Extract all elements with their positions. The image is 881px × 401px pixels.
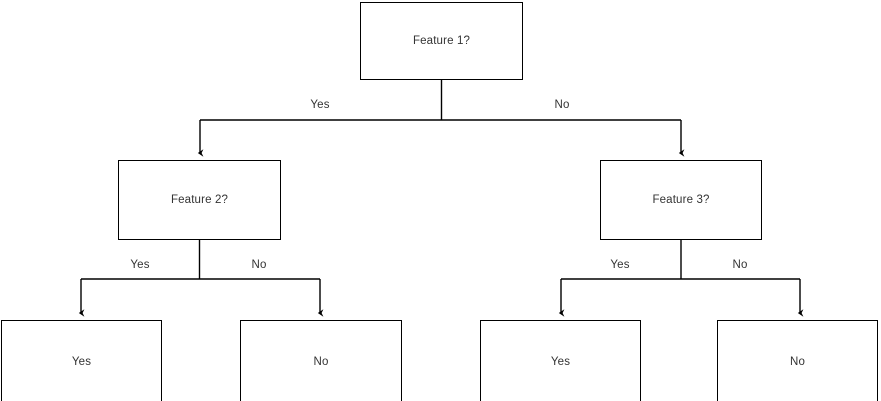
node-label: No	[313, 356, 329, 368]
node-feature-2[interactable]: Feature 2?	[118, 160, 281, 240]
node-leaf-no-left[interactable]: No	[240, 320, 402, 401]
edge-label-root-no: No	[554, 99, 570, 111]
edge-label-feature2-yes: Yes	[130, 259, 150, 271]
node-label: Feature 2?	[170, 194, 229, 206]
node-label: Feature 1?	[412, 35, 471, 47]
edge-label-feature2-no: No	[251, 259, 267, 271]
node-leaf-yes-left[interactable]: Yes	[1, 320, 162, 401]
edge-label-feature3-no: No	[732, 259, 748, 271]
node-label: No	[789, 356, 805, 368]
edge-label-root-yes: Yes	[310, 99, 330, 111]
edge-label-feature3-yes: Yes	[610, 259, 630, 271]
node-label: Feature 3?	[652, 194, 710, 206]
node-leaf-no-right[interactable]: No	[717, 320, 878, 401]
node-feature-3[interactable]: Feature 3?	[600, 160, 762, 240]
node-label: Yes	[550, 356, 571, 368]
node-label: Yes	[71, 356, 92, 368]
node-leaf-yes-right[interactable]: Yes	[480, 320, 641, 401]
node-root-feature-1[interactable]: Feature 1?	[360, 2, 523, 80]
